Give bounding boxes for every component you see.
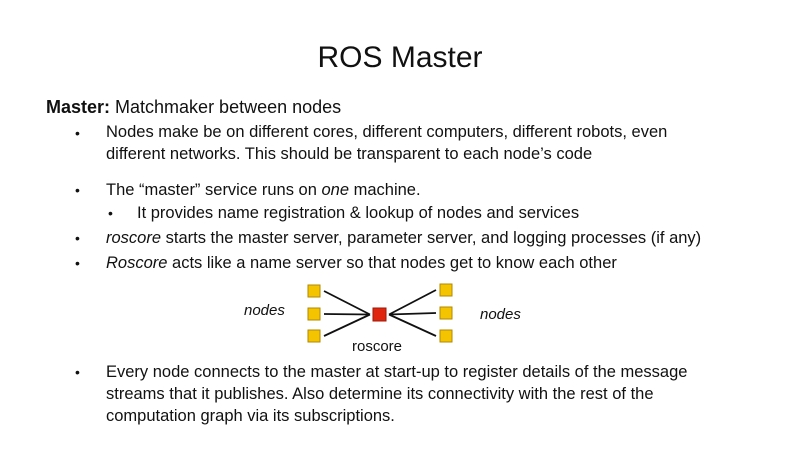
bullet-line: Every node connects to the master at sta…: [106, 362, 687, 383]
right-nodes-label: nodes: [480, 306, 521, 323]
bullet-text: acts like a name server so that nodes ge…: [167, 254, 617, 272]
node-right: [439, 329, 453, 343]
left-nodes-label: nodes: [244, 302, 285, 319]
edge-line: [388, 312, 437, 316]
node-right: [439, 306, 453, 320]
bullet-line: Roscore acts like a name server so that …: [106, 253, 617, 274]
bullet-icon: •: [75, 364, 80, 380]
bullet-line: It provides name registration & lookup o…: [137, 203, 579, 224]
bullet-text: starts the master server, parameter serv…: [161, 229, 702, 247]
edge-line: [323, 290, 371, 316]
italic-text: Roscore: [106, 254, 168, 272]
italic-text: one: [321, 181, 350, 199]
bullet-line: different networks. This should be trans…: [106, 144, 592, 165]
edge-line: [388, 289, 437, 316]
bullet-text: different networks. This should be trans…: [106, 145, 593, 163]
slide-title: ROS Master: [317, 41, 483, 74]
bullet-line: Nodes make be on different cores, differ…: [106, 122, 667, 143]
bullet-text: The “master” service runs on: [106, 181, 322, 199]
roscore-label: roscore: [352, 338, 403, 355]
bullet-line: computation graph via its subscriptions.: [106, 406, 395, 427]
heading-bold: Master:: [46, 97, 111, 117]
node-right: [439, 283, 453, 297]
bullet-icon: •: [75, 230, 80, 246]
edge-line: [323, 313, 371, 316]
bullet-icon: •: [75, 125, 80, 141]
bullet-line: The “master” service runs on one machine…: [106, 180, 421, 201]
bullet-text: Every node connects to the master at sta…: [106, 363, 688, 381]
bullet-icon: •: [108, 205, 113, 221]
node-left: [307, 284, 321, 298]
diagram-edges: [323, 289, 437, 337]
edge-line: [323, 313, 371, 337]
bullet-text: streams that it publishes. Also determin…: [106, 385, 654, 403]
bullet-text: machine.: [349, 181, 421, 199]
roscore-node: [372, 307, 387, 322]
slide-heading: Master: Matchmaker between nodes: [46, 96, 341, 118]
diagram-nodes: [307, 283, 453, 343]
italic-text: roscore: [106, 229, 162, 247]
bullet-icon: •: [75, 182, 80, 198]
bullet-icon: •: [75, 255, 80, 271]
bullet-line: roscore starts the master server, parame…: [106, 228, 701, 249]
heading-text: Matchmaker between nodes: [110, 97, 342, 117]
bullet-line: streams that it publishes. Also determin…: [106, 384, 654, 405]
bullet-text: It provides name registration & lookup o…: [137, 204, 580, 222]
node-left: [307, 329, 321, 343]
node-left: [307, 307, 321, 321]
edge-line: [388, 313, 437, 337]
bullet-text: Nodes make be on different cores, differ…: [106, 123, 668, 141]
bullet-text: computation graph via its subscriptions.: [106, 407, 395, 425]
